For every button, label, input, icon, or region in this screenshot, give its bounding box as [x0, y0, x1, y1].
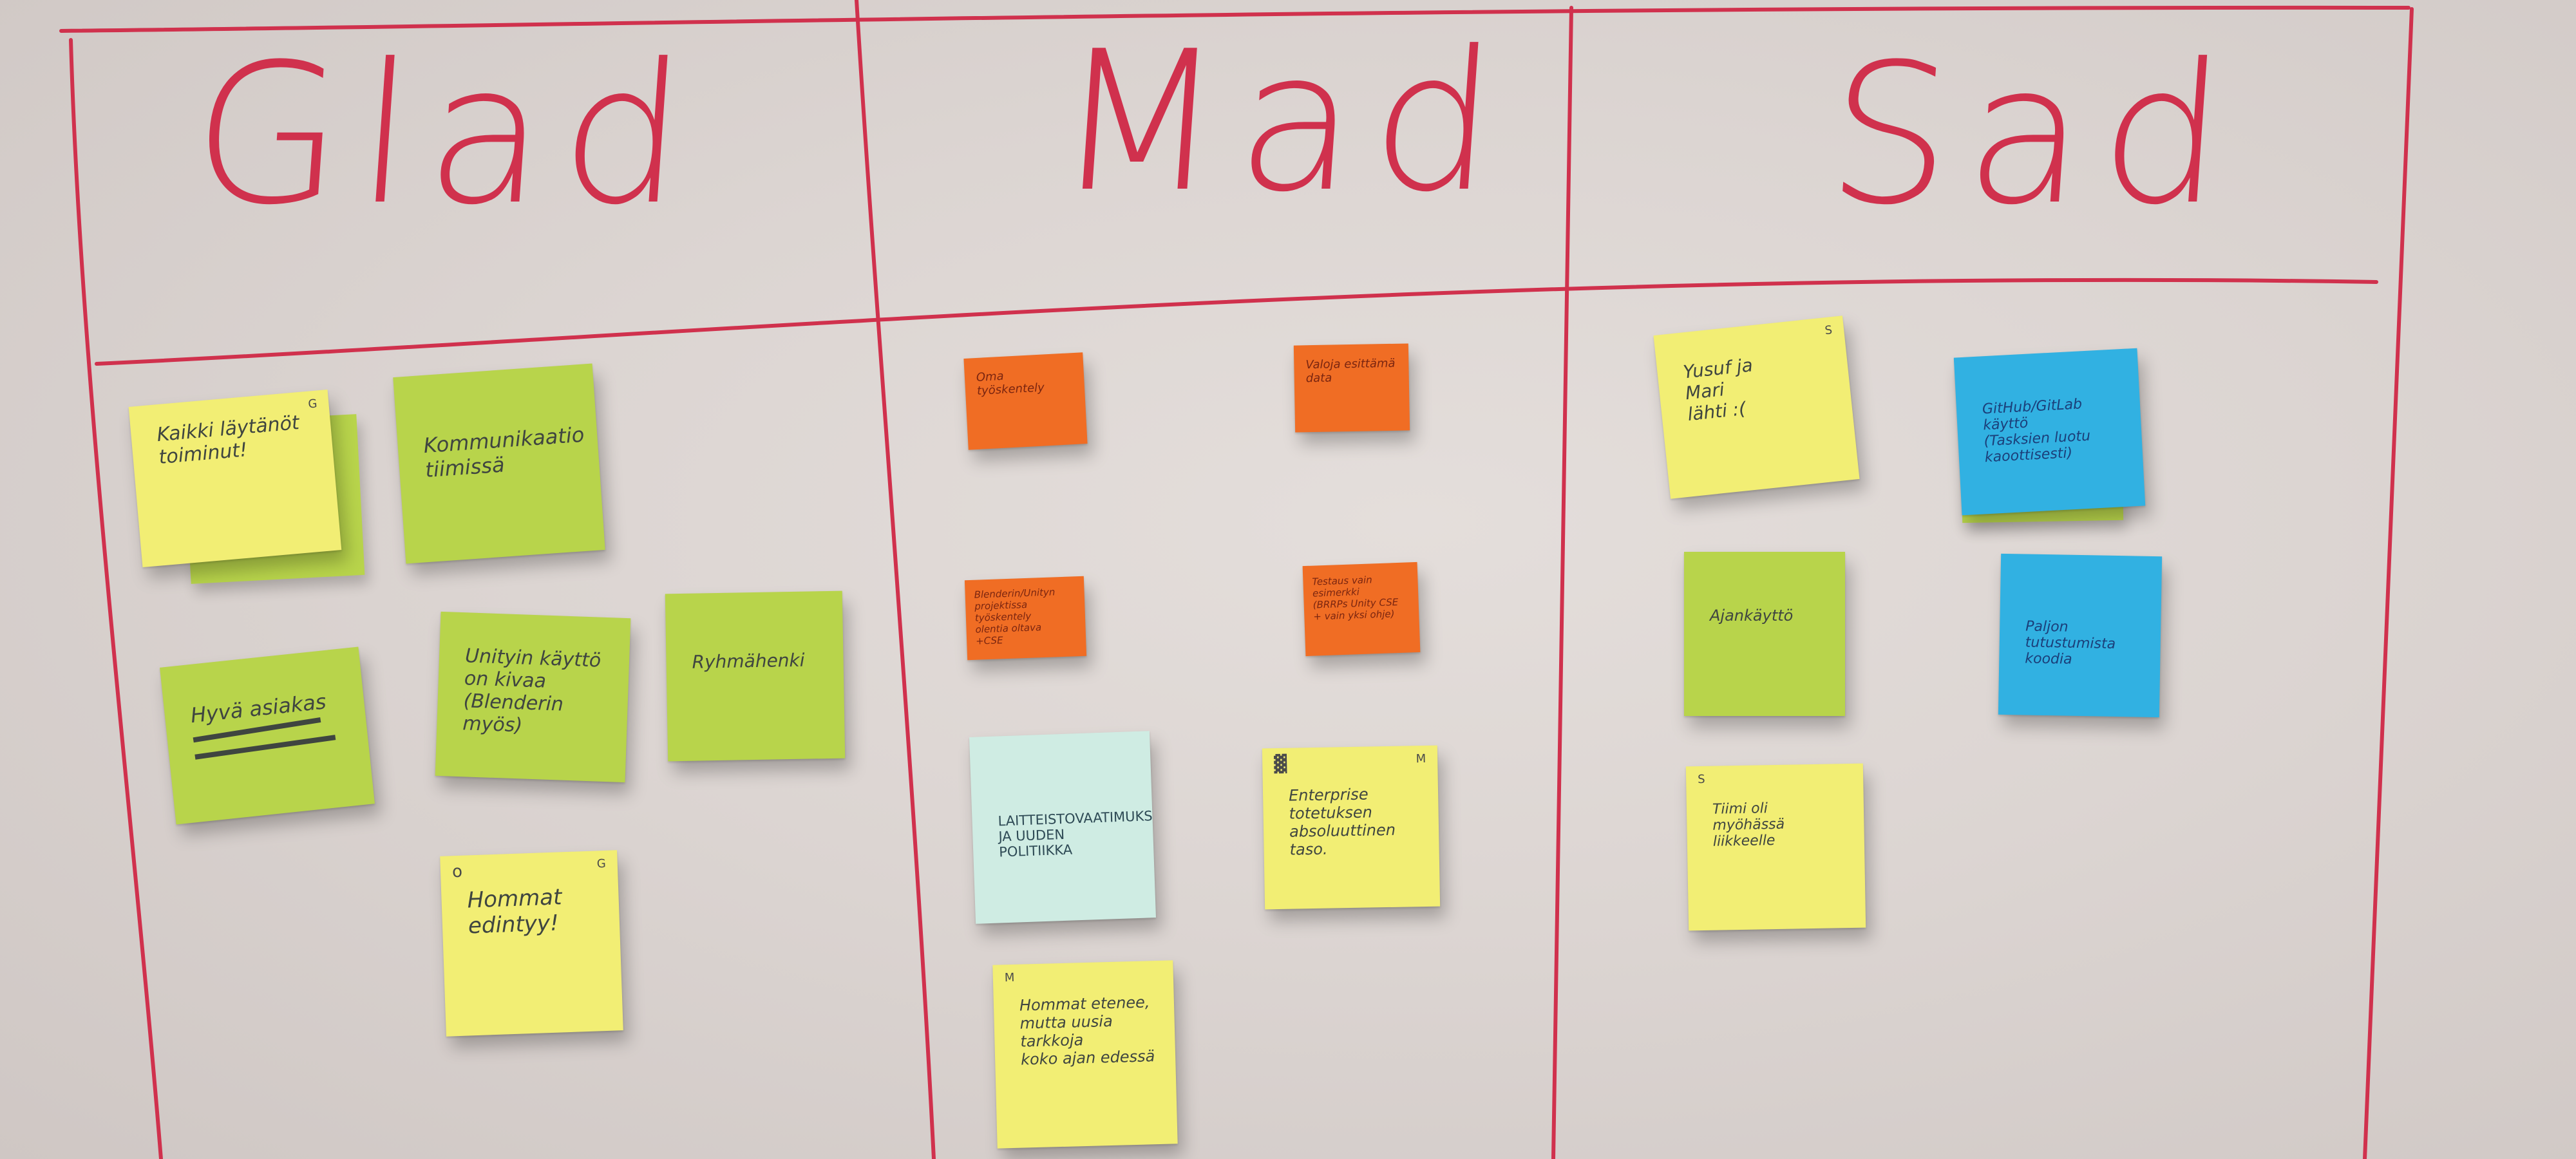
board-right-border-line [2363, 7, 2414, 1159]
sticky-note-mad-6[interactable]: ▓ M Enterprise totetuksen absoluuttinen … [1262, 745, 1441, 910]
note-text: Unityin käyttö on kivaa (Blenderin myös) [462, 645, 601, 737]
sticky-note-mad-7[interactable]: M Hommat etenee, mutta uusia tarkkoja ko… [992, 960, 1178, 1149]
note-text: Hommat etenee, mutta uusia tarkkoja koko… [1019, 993, 1155, 1069]
sticky-note-sad-3[interactable]: Ajankäyttö [1684, 552, 1845, 716]
sticky-note-glad-1[interactable]: G Kaikki läytänöt toiminut! [128, 389, 342, 568]
sticky-note-mad-4[interactable]: Testaus vain esimerkki (BRRPs Unity CSE … [1302, 561, 1421, 657]
note-corner-mark: M [1004, 970, 1015, 985]
note-text: Valoja esittämä data [1305, 356, 1396, 386]
sticky-note-sad-5[interactable]: S Tiimi oli myöhässä liikkeelle [1685, 763, 1866, 931]
sticky-note-glad-2[interactable]: Kommunikaatio tiimissä [393, 363, 605, 564]
note-corner-mark: o [451, 862, 463, 882]
header-divider-line [95, 278, 2378, 366]
column-title-glad: Glad [185, 23, 708, 247]
note-text: Hyvä asiakas [189, 689, 328, 728]
note-text: Tiimi oli myöhässä liikkeelle [1712, 800, 1785, 850]
sticky-note-mad-1[interactable]: Oma työskentely [963, 352, 1088, 450]
note-corner-mark: ▓ [1274, 754, 1287, 775]
column-divider-2 [1551, 6, 1573, 1159]
column-divider-1 [855, 0, 936, 1159]
note-corner-mark: G [596, 856, 607, 871]
sticky-note-mad-3[interactable]: Blenderin/Unityn projektissa työskentely… [964, 576, 1087, 661]
column-title-sad: Sad [1821, 23, 2247, 247]
sticky-note-sad-1[interactable]: S Yusuf ja Mari lähti :( [1653, 316, 1860, 499]
sticky-note-glad-5[interactable]: Ryhmähenki [665, 590, 846, 762]
note-text: Kommunikaatio tiimissä [422, 422, 585, 482]
note-text: Enterprise totetuksen absoluuttinen taso… [1288, 785, 1396, 859]
sticky-note-glad-6[interactable]: o G Hommat edintyy! [440, 850, 623, 1037]
sticky-note-sad-4[interactable]: Paljon tutustumista koodia [1998, 553, 2163, 718]
note-corner-mark: S [1824, 323, 1833, 338]
note-text: Hommat edintyy! [466, 884, 563, 939]
note-text: Ajankäyttö [1710, 607, 1794, 625]
note-text: Ryhmähenki [692, 649, 805, 673]
sticky-note-mad-2[interactable]: Valoja esittämä data [1293, 343, 1410, 433]
note-corner-mark: G [307, 397, 318, 411]
note-text: Paljon tutustumista koodia [2025, 618, 2116, 668]
note-corner-mark: S [1697, 772, 1705, 787]
sticky-note-glad-3[interactable]: Hyvä asiakas [160, 646, 375, 825]
sticky-note-glad-4[interactable]: Unityin käyttö on kivaa (Blenderin myös) [435, 611, 631, 783]
note-text: LAITTEISTOVAATIMUKSET JA UUDEN POLITIIKK… [998, 807, 1156, 860]
note-text: Blenderin/Unityn projektissa työskentely… [974, 586, 1056, 647]
note-text: GitHub/GitLab käyttö (Tasksien luotu kao… [1982, 396, 2091, 466]
column-title-mad: Mad [1048, 10, 1519, 234]
note-text: Testaus vain esimerkki (BRRPs Unity CSE … [1312, 574, 1399, 623]
sticky-note-mad-5[interactable]: LAITTEISTOVAATIMUKSET JA UUDEN POLITIIKK… [969, 731, 1156, 924]
note-text: Kaikki läytänöt toiminut! [156, 411, 301, 469]
note-text: Oma työskentely [976, 369, 1045, 398]
sticky-note-sad-2[interactable]: GitHub/GitLab käyttö (Tasksien luotu kao… [1953, 348, 2146, 516]
board-left-border-line [69, 38, 163, 1159]
note-text: Yusuf ja Mari lähti :( [1681, 354, 1754, 426]
note-corner-mark: M [1416, 751, 1426, 766]
